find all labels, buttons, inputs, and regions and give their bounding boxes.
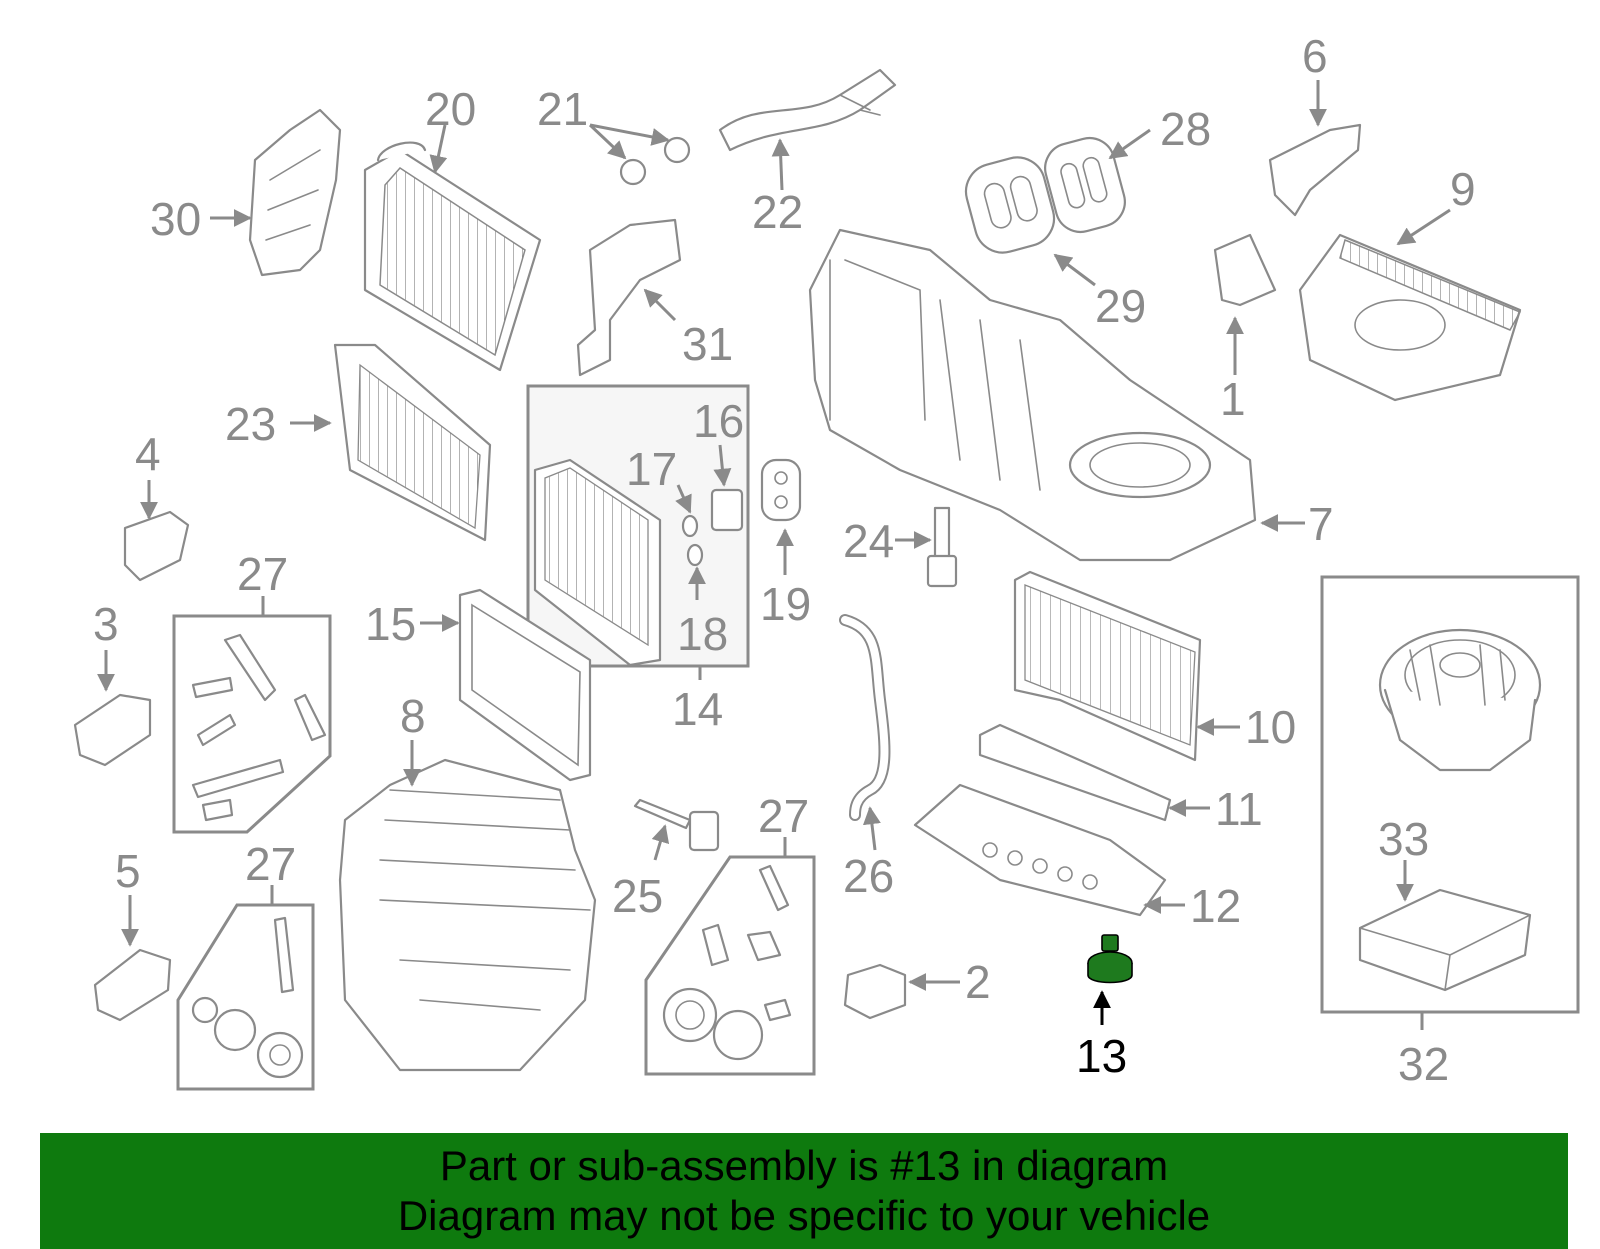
label-12: 12: [1190, 880, 1241, 932]
label-17: 17: [626, 443, 677, 495]
label-5: 5: [115, 845, 141, 897]
label-33: 33: [1378, 813, 1429, 865]
label-6: 6: [1302, 30, 1328, 82]
part-27-gears-left: [191, 916, 304, 1079]
label-23: 23: [225, 398, 276, 450]
label-27-bottom-left: 27: [245, 838, 296, 890]
label-10: 10: [1245, 701, 1296, 753]
label-8: 8: [400, 690, 426, 742]
part-11-plate: [978, 723, 1172, 822]
part-31-bracket: [576, 218, 682, 377]
part-27-parts-mid: [662, 864, 792, 1061]
part-21-rings: [619, 136, 691, 186]
part-22-pipes: [718, 68, 897, 152]
part-26-hose: [839, 614, 891, 821]
label-25: 25: [612, 870, 663, 922]
part-3-actuator: [73, 693, 152, 767]
label-9: 9: [1450, 163, 1476, 215]
label-4: 4: [135, 428, 161, 480]
label-13: 13: [1076, 1030, 1127, 1082]
part-9-blower-housing: [1298, 233, 1522, 402]
part-15-frame: [458, 588, 592, 782]
label-21: 21: [537, 83, 588, 135]
label-27-bottom-mid: 27: [758, 790, 809, 842]
label-3: 3: [93, 598, 119, 650]
part-2-actuator: [843, 963, 907, 1020]
label-15: 15: [365, 598, 416, 650]
label-2: 2: [965, 956, 991, 1008]
part-10-filter: [1013, 570, 1202, 762]
part-28-29-seals: [964, 136, 1126, 254]
part-6-actuator: [1268, 123, 1362, 217]
label-30: 30: [150, 193, 201, 245]
label-31: 31: [682, 318, 733, 370]
label-27-top: 27: [237, 548, 288, 600]
part-8-housing: [338, 758, 597, 1072]
part-19-grommet: [760, 458, 802, 522]
label-18: 18: [677, 608, 728, 660]
part-30-bracket: [248, 108, 342, 277]
label-26: 26: [843, 850, 894, 902]
label-24: 24: [843, 515, 894, 567]
info-banner: Part or sub-assembly is #13 in diagram D…: [40, 1133, 1568, 1249]
part-16-valve: [710, 488, 744, 532]
banner-line-1: Part or sub-assembly is #13 in diagram: [439, 1142, 1169, 1189]
part-13-bolt: [1087, 934, 1133, 984]
label-29: 29: [1095, 280, 1146, 332]
part-27-linkages-top: [191, 633, 327, 822]
part-7-housing: [808, 228, 1257, 562]
label-11: 11: [1215, 783, 1263, 835]
part-14-evaporator: [533, 458, 662, 667]
part-12-panel: [913, 783, 1167, 917]
part-5-actuator: [93, 948, 172, 1022]
label-1: 1: [1220, 373, 1246, 425]
label-28: 28: [1160, 103, 1211, 155]
part-25-sensor: [633, 798, 720, 852]
part-33-resistor: [1358, 888, 1532, 992]
label-20: 20: [425, 83, 476, 135]
part-23-core: [333, 343, 492, 542]
leader-arrows: [97, 80, 1451, 1030]
part-1-actuator: [1213, 233, 1277, 307]
label-32: 32: [1398, 1038, 1449, 1090]
label-14: 14: [672, 683, 723, 735]
group-box-27-top: [172, 614, 332, 834]
part-20-heater-core: [363, 141, 542, 372]
callout-labels: 1 2 3 4 5 6 7 8 9 10 11 12 13 14 15 16 1…: [93, 30, 1476, 1090]
part-32-blower-motor: [1378, 628, 1542, 772]
label-16: 16: [693, 395, 744, 447]
part-4-actuator: [123, 510, 190, 582]
part-17-18-seals: [681, 514, 704, 567]
banner-line-2: Diagram may not be specific to your vehi…: [397, 1192, 1211, 1239]
part-24-sensor: [926, 506, 958, 588]
label-22: 22: [752, 186, 803, 238]
label-19: 19: [760, 578, 811, 630]
label-7: 7: [1308, 498, 1334, 550]
